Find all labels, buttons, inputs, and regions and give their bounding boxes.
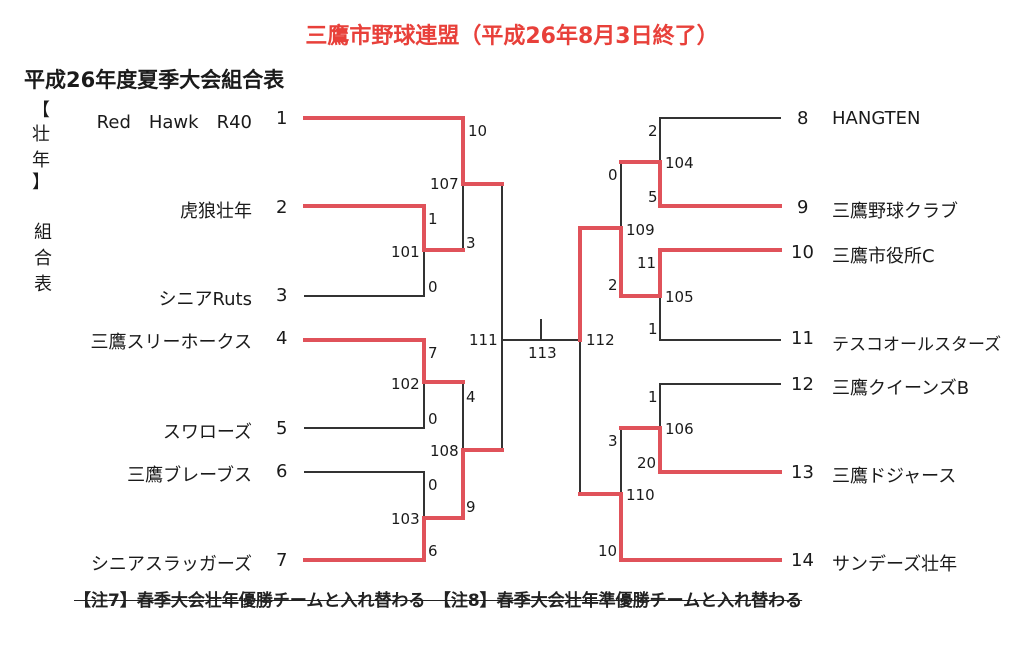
org-title: 三鷹市野球連盟（平成26年8月3日終了）	[305, 24, 719, 49]
score-106-top: 1	[648, 388, 658, 406]
side-label-char-2: 年	[32, 150, 50, 171]
left-team-name-3: シニアRuts	[158, 289, 252, 310]
score-110-bottom: 10	[598, 542, 618, 560]
game-105: 105	[665, 288, 694, 306]
game-111: 111	[469, 331, 498, 349]
score-101-bottom: 0	[428, 278, 438, 296]
left-team-name-7: シニアスラッガーズ	[90, 554, 252, 575]
left-team-seed-3: 3	[276, 285, 288, 306]
left-team-name-5: スワローズ	[162, 422, 252, 443]
right-team-seed-9: 9	[797, 197, 809, 218]
game-110: 110	[626, 486, 655, 504]
right-loser-lines	[579, 117, 781, 495]
score-102-top: 7	[428, 344, 438, 362]
game-112: 112	[586, 331, 615, 349]
left-team-name-4: 三鷹スリーホークス	[90, 332, 252, 353]
score-108-top: 4	[466, 388, 476, 406]
right-team-seed-10: 10	[791, 242, 814, 263]
score-109-bottom: 2	[608, 276, 618, 294]
right-team-seed-14: 14	[791, 550, 814, 571]
game-107: 107	[430, 175, 459, 193]
left-team-name-2: 虎狼壮年	[180, 201, 252, 222]
right-team-name-9: 三鷹野球クラブ	[832, 201, 958, 222]
score-102-bottom: 0	[428, 410, 438, 428]
left-team-seed-5: 5	[276, 418, 288, 439]
right-team-seed-8: 8	[797, 108, 809, 129]
score-105-bottom: 1	[648, 320, 658, 338]
right-team-name-11: テスコオールスターズ	[832, 335, 1002, 355]
side-label-bracket-top: 【	[32, 100, 50, 121]
right-winner-lines	[578, 160, 782, 562]
game-103: 103	[391, 510, 420, 528]
score-101-top: 1	[428, 210, 438, 228]
line-team7-path	[303, 448, 504, 562]
line-team10-path	[578, 226, 782, 342]
right-team-name-13: 三鷹ドジャース	[832, 466, 957, 487]
line-team2-path	[303, 204, 465, 252]
left-team-seed-2: 2	[276, 197, 288, 218]
line-team1-path	[303, 116, 504, 186]
score-104-bottom: 5	[648, 188, 658, 206]
right-team-seed-11: 11	[791, 328, 814, 349]
game-113: 113	[528, 344, 557, 362]
score-104-top: 2	[648, 122, 658, 140]
score-103-bottom: 6	[428, 542, 438, 560]
right-team-name-12: 三鷹クイーンズB	[832, 378, 970, 399]
left-team-seed-1: 1	[276, 108, 288, 129]
left-team-name-6: 三鷹ブレーブス	[127, 465, 252, 486]
left-team-seed-4: 4	[276, 328, 288, 349]
game-109: 109	[626, 221, 655, 239]
score-109-top: 0	[608, 166, 618, 184]
right-team-name-10: 三鷹市役所C	[832, 246, 935, 267]
score-110-top: 3	[608, 432, 618, 450]
side-label-tail-1: 組	[34, 222, 52, 243]
left-team-seed-6: 6	[276, 461, 288, 482]
right-team-seed-13: 13	[791, 462, 814, 483]
left-team-name-1: Red Hawk R40	[96, 112, 252, 133]
game-106: 106	[665, 420, 694, 438]
score-107-bottom: 3	[466, 234, 476, 252]
table-title: 平成26年度夏季大会組合表	[24, 68, 285, 92]
game-102: 102	[391, 375, 420, 393]
side-label-bracket-bottom: 】	[32, 172, 50, 193]
footnote: 【注7】春季大会壮年優勝チームと入れ替わる 【注8】春季大会壮年準優勝チームと入…	[74, 591, 803, 611]
side-label-char-1: 壮	[32, 124, 50, 145]
score-103-top: 0	[428, 476, 438, 494]
left-loser-lines	[304, 183, 581, 519]
line-team9-path	[619, 160, 782, 208]
game-101: 101	[391, 243, 420, 261]
game-108: 108	[430, 442, 459, 460]
score-107-top: 10	[468, 122, 488, 140]
line-team13-path	[619, 426, 782, 474]
line-team4-path	[303, 338, 465, 384]
score-108-bottom: 9	[466, 498, 476, 516]
side-label-tail-2: 合	[34, 248, 52, 269]
score-105-top: 11	[637, 254, 657, 272]
left-team-seed-7: 7	[276, 550, 288, 571]
line-team14-path	[578, 492, 782, 562]
game-104: 104	[665, 154, 694, 172]
right-team-seed-12: 12	[791, 374, 814, 395]
score-106-bottom: 20	[637, 454, 657, 472]
left-winner-lines	[303, 116, 504, 562]
right-team-name-14: サンデーズ壮年	[832, 554, 958, 575]
right-team-name-8: HANGTEN	[832, 108, 921, 129]
side-label-tail-3: 表	[34, 274, 52, 295]
